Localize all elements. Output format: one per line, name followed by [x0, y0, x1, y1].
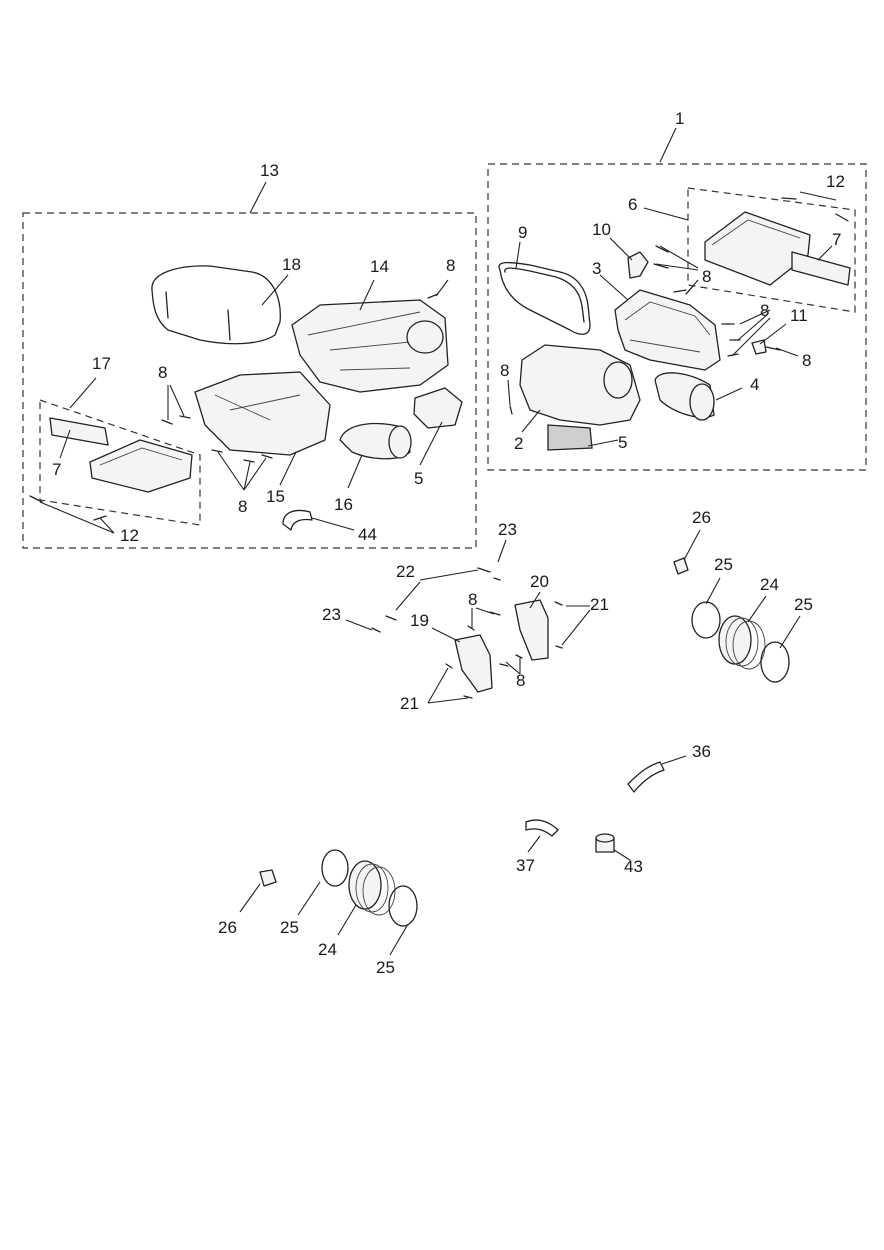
label-7-left: 7	[52, 460, 61, 479]
label-4: 4	[750, 375, 759, 394]
clip-11	[751, 339, 767, 355]
label-8-a: 8	[702, 267, 711, 286]
clamp-25b	[760, 641, 790, 683]
label-6: 6	[628, 195, 637, 214]
label-5-left: 5	[414, 469, 423, 488]
label-16: 16	[334, 495, 353, 514]
group-box-17	[39, 399, 201, 526]
label-18: 18	[282, 255, 301, 274]
gasket-9	[498, 261, 591, 335]
filter-foam-7b	[49, 417, 109, 446]
group-box-13	[22, 212, 477, 549]
clamp-25c	[321, 849, 349, 887]
label-8-c: 8	[802, 351, 811, 370]
label-9: 9	[518, 223, 527, 242]
label-21-right: 21	[590, 595, 609, 614]
label-5-right: 5	[618, 433, 627, 452]
label-14: 14	[370, 257, 389, 276]
cap-43	[595, 833, 615, 853]
label-17: 17	[92, 354, 111, 373]
label-26-right: 26	[692, 508, 711, 527]
label-22: 22	[396, 562, 415, 581]
filter-panel-6	[704, 211, 811, 286]
label-8-g: 8	[238, 497, 247, 516]
label-8-f: 8	[158, 363, 167, 382]
label-12-right: 12	[826, 172, 845, 191]
label-24-right: 24	[760, 575, 779, 594]
coupling-24b	[348, 860, 396, 916]
seal-5a	[413, 387, 463, 429]
label-24-left: 24	[318, 940, 337, 959]
label-23-left: 23	[322, 605, 341, 624]
label-21-left: 21	[400, 694, 419, 713]
label-15: 15	[266, 487, 285, 506]
group-box-6	[687, 187, 856, 313]
part-labels: 1 13 12 6 7 9 10 3 8 8 11 8 8 4 5 2 18 1…	[52, 109, 845, 977]
label-25-c: 25	[280, 918, 299, 937]
bracket-20	[514, 599, 549, 661]
upper-housing-3	[614, 289, 721, 371]
label-13: 13	[260, 161, 279, 180]
label-7-right: 7	[832, 230, 841, 249]
label-44: 44	[358, 525, 377, 544]
label-20: 20	[530, 572, 549, 591]
filter-panel-17	[89, 439, 193, 493]
bolts-middle	[371, 567, 563, 699]
label-8-i: 8	[516, 671, 525, 690]
label-8-d: 8	[500, 361, 509, 380]
label-37: 37	[516, 856, 535, 875]
label-25-d: 25	[376, 958, 395, 977]
clamp-25d	[388, 885, 418, 927]
label-8-h: 8	[468, 590, 477, 609]
filter-foam-7a	[791, 251, 851, 286]
group-box-1	[487, 163, 867, 471]
clamp-25a	[691, 601, 721, 639]
coupling-24a	[718, 615, 766, 670]
leader-lines	[39, 127, 837, 956]
label-25-b: 25	[794, 595, 813, 614]
hose-44	[282, 509, 313, 531]
lower-housing-15	[194, 371, 331, 456]
bracket-19	[454, 634, 493, 693]
hose-36	[627, 761, 665, 793]
label-1: 1	[675, 109, 684, 128]
hose-37	[525, 819, 559, 837]
label-26-left: 26	[218, 918, 237, 937]
label-36: 36	[692, 742, 711, 761]
grommet-26a	[673, 557, 689, 575]
label-10: 10	[592, 220, 611, 239]
label-23-top: 23	[498, 520, 517, 539]
label-3: 3	[592, 259, 601, 278]
bracket-10	[627, 251, 649, 279]
grommet-26b	[259, 869, 277, 887]
label-43: 43	[624, 857, 643, 876]
label-25-a: 25	[714, 555, 733, 574]
label-19: 19	[410, 611, 429, 630]
label-11: 11	[790, 306, 808, 325]
label-8-e: 8	[446, 256, 455, 275]
label-2: 2	[514, 434, 523, 453]
label-12-left: 12	[120, 526, 139, 545]
gasket-18	[151, 265, 281, 345]
label-8-b: 8	[760, 301, 769, 320]
